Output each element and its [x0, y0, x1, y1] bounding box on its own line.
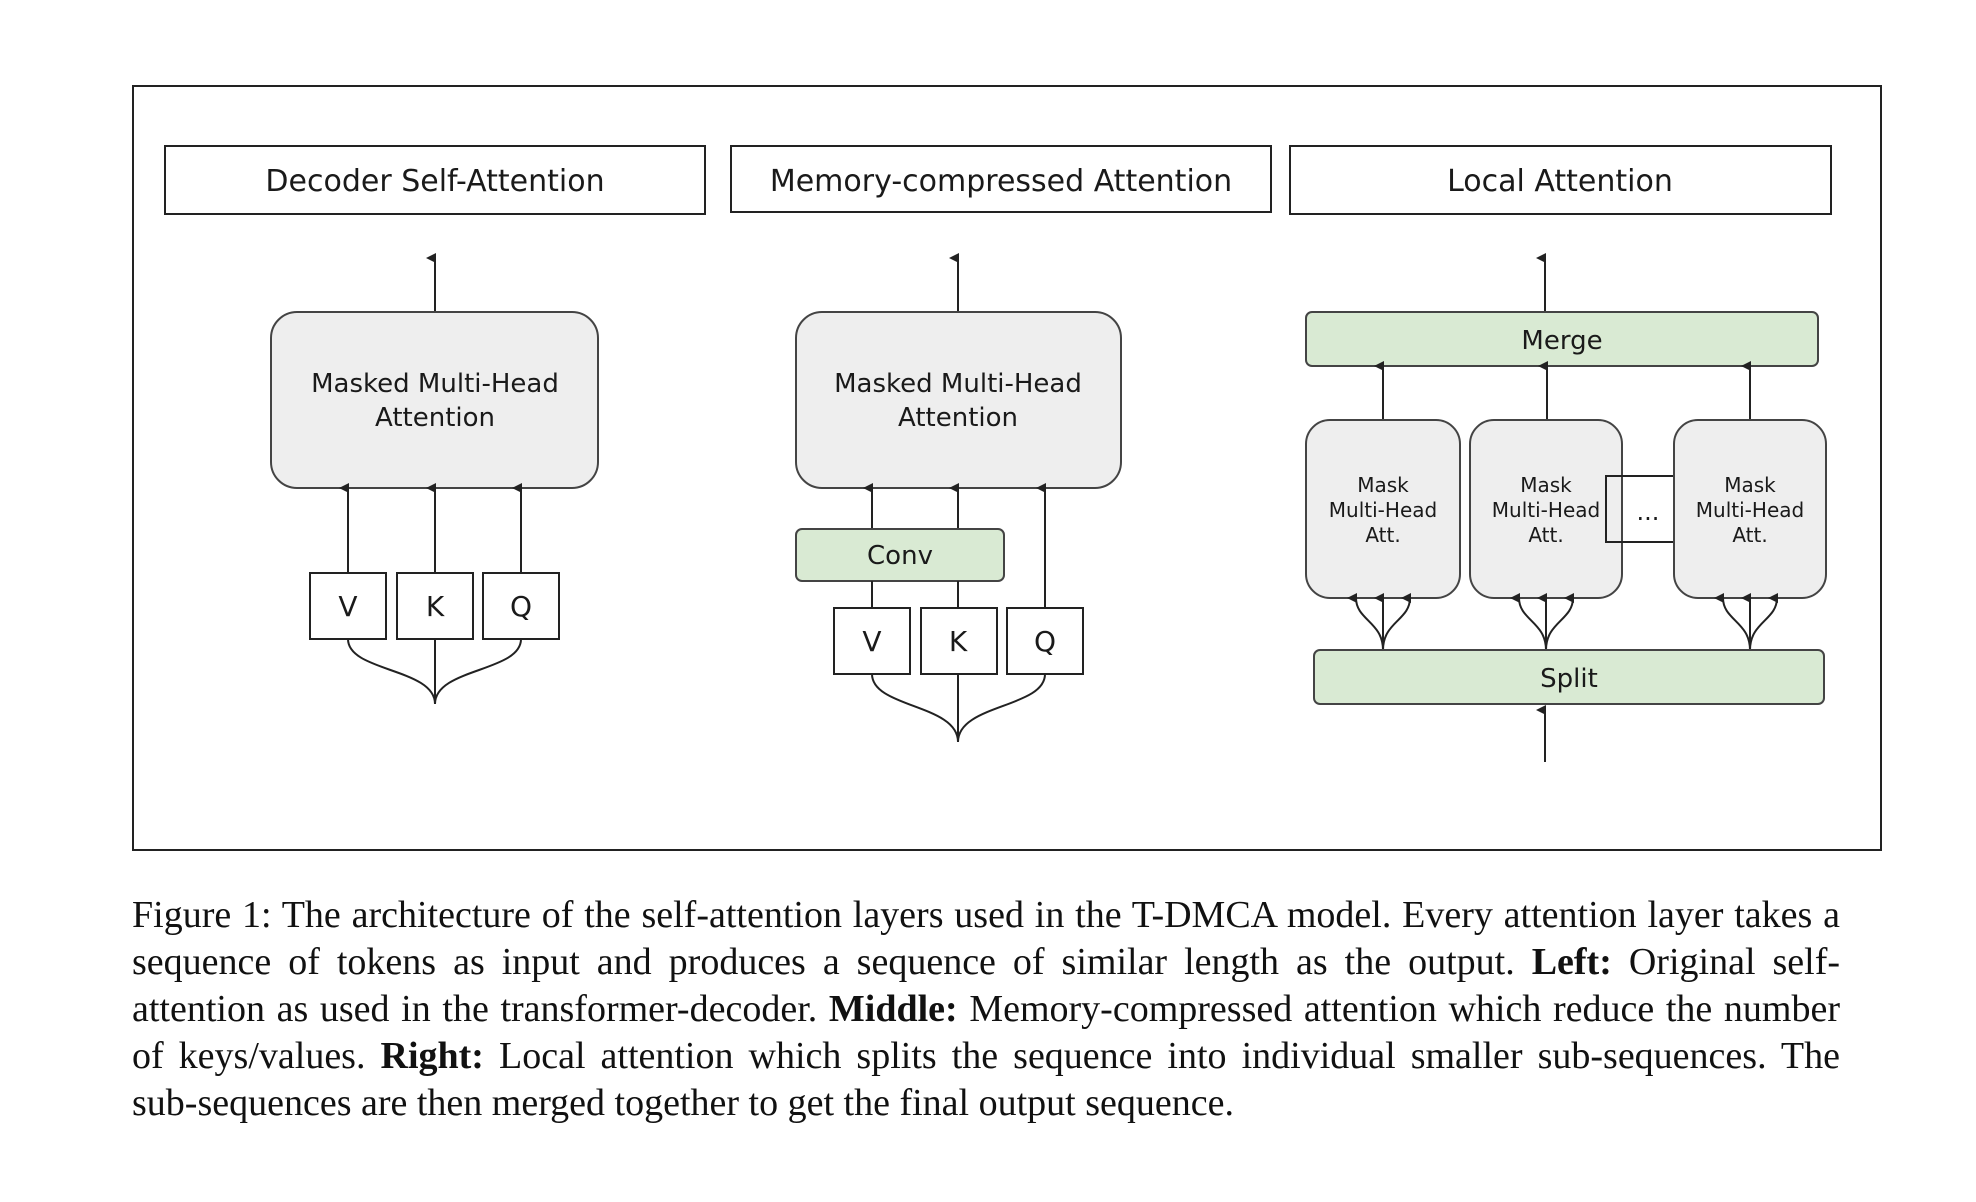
right-block-3-line2: Multi-Head — [1696, 498, 1804, 522]
right-split-fanout-1 — [1347, 592, 1412, 651]
middle-v-box — [833, 607, 911, 675]
right-ellipsis: ... — [1637, 498, 1660, 526]
figure-caption: Figure 1: The architecture of the self-a… — [132, 892, 1840, 1127]
right-block-3-line1: Mask — [1724, 473, 1776, 497]
left-attention-block — [270, 311, 599, 489]
caption-right-label: Right: — [380, 1035, 484, 1077]
left-v-label: V — [338, 590, 357, 623]
right-block-1-line1: Mask — [1357, 473, 1409, 497]
panel-left-title: Decoder Self-Attention — [265, 164, 604, 199]
right-merge-label: Merge — [1521, 326, 1602, 356]
caption-intro: Figure 1: The architecture of the self-a… — [132, 894, 1840, 983]
right-split-fanout-2 — [1510, 592, 1575, 651]
right-block-2-line2: Multi-Head — [1492, 498, 1600, 522]
left-k-box — [396, 572, 474, 640]
panel-right-title-box — [1289, 145, 1832, 215]
right-block-1-line2: Multi-Head — [1329, 498, 1437, 522]
middle-attention-label-line1: Masked Multi-Head — [834, 369, 1082, 399]
panel-middle: Memory-compressed Attention Masked Multi… — [730, 145, 1272, 743]
middle-attention-block — [795, 311, 1122, 489]
left-attention-label-line1: Masked Multi-Head — [311, 369, 559, 399]
caption-middle-label: Middle: — [828, 988, 958, 1030]
right-merge-block — [1305, 311, 1819, 367]
panel-middle-title: Memory-compressed Attention — [770, 164, 1232, 199]
right-block-2-line1: Mask — [1520, 473, 1572, 497]
architecture-diagram: Decoder Self-Attention Masked Multi-Head… — [132, 85, 1882, 851]
left-input-brace — [347, 638, 522, 705]
caption-left-text: Original self-attention as used in the t… — [132, 941, 1840, 1030]
middle-k-label: K — [949, 625, 968, 658]
caption-right-text: Local attention which splits the sequenc… — [132, 1035, 1840, 1124]
panel-left: Decoder Self-Attention Masked Multi-Head… — [164, 145, 706, 705]
panel-right-title: Local Attention — [1447, 164, 1673, 199]
right-block-1-line3: Att. — [1365, 523, 1400, 547]
panel-right: Local Attention Merge Mask Multi-Head At… — [1289, 145, 1832, 762]
middle-attention-label-line2: Attention — [898, 403, 1018, 433]
panel-left-title-box — [164, 145, 706, 215]
middle-k-box — [920, 607, 998, 675]
left-q-box — [482, 572, 560, 640]
middle-conv-block — [795, 528, 1005, 582]
middle-q-label: Q — [1034, 625, 1056, 658]
middle-v-label: V — [862, 625, 881, 658]
left-k-label: K — [426, 590, 445, 623]
middle-q-box — [1006, 607, 1084, 675]
caption-middle-text: Memory-compressed attention which reduce… — [132, 988, 1840, 1077]
panel-middle-title-box — [730, 145, 1272, 213]
left-q-label: Q — [510, 590, 532, 623]
middle-conv-label: Conv — [867, 541, 933, 571]
right-block-2-line3: Att. — [1528, 523, 1563, 547]
middle-input-brace — [871, 673, 1046, 743]
left-attention-label-line2: Attention — [375, 403, 495, 433]
right-split-fanout-3 — [1714, 592, 1779, 651]
right-block-3-line3: Att. — [1732, 523, 1767, 547]
right-split-block — [1313, 649, 1825, 705]
caption-left-label: Left: — [1531, 941, 1612, 983]
right-split-label: Split — [1540, 664, 1598, 694]
